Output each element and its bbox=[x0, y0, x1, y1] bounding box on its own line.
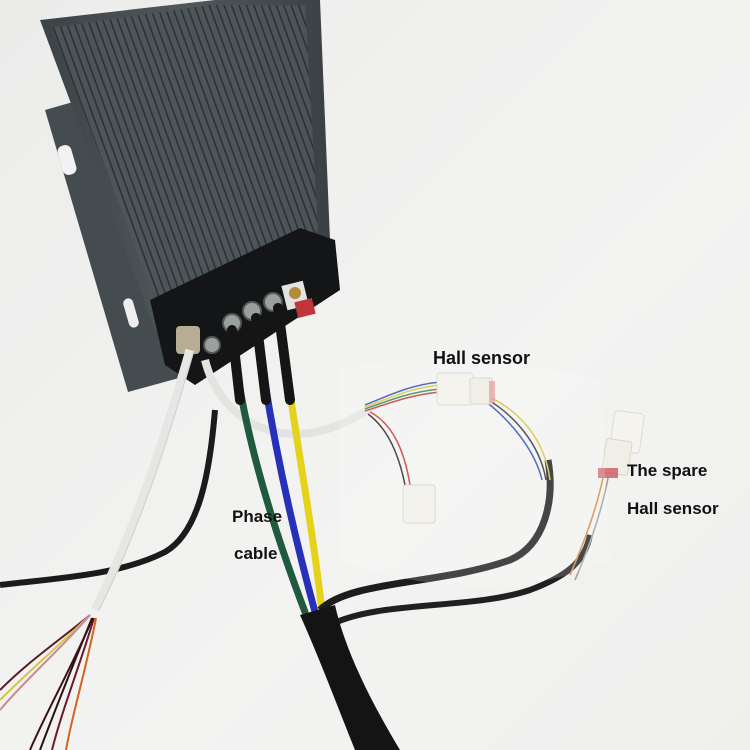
hall-sensor-connector bbox=[436, 372, 495, 406]
label-hall-sensor: Hall sensor bbox=[433, 348, 531, 368]
plastic-bag bbox=[340, 359, 610, 587]
label-phase-line2: cable bbox=[234, 544, 278, 563]
two-pin-connector bbox=[402, 484, 436, 524]
hall-wires bbox=[364, 381, 551, 486]
spare-hall-sensor-connector bbox=[569, 410, 645, 581]
phase-cables bbox=[227, 303, 326, 616]
loose-wires bbox=[0, 614, 97, 750]
cable-gland bbox=[176, 326, 200, 354]
label-phase-line1: Phase bbox=[232, 507, 283, 526]
white-signal-cable bbox=[90, 348, 195, 613]
terminal-block bbox=[176, 280, 316, 354]
terminal-screw bbox=[203, 336, 221, 354]
positive-terminal-marker bbox=[294, 298, 316, 318]
braided-sleeve bbox=[300, 605, 400, 750]
harness-cable bbox=[328, 534, 593, 628]
harness-cable bbox=[317, 459, 554, 613]
label-spare-line2: Hall sensor bbox=[627, 499, 719, 518]
label-spare-line1: The spare bbox=[627, 461, 708, 480]
black-cable bbox=[0, 409, 218, 588]
motor-controller bbox=[40, 0, 340, 385]
mount-slot bbox=[57, 145, 77, 175]
